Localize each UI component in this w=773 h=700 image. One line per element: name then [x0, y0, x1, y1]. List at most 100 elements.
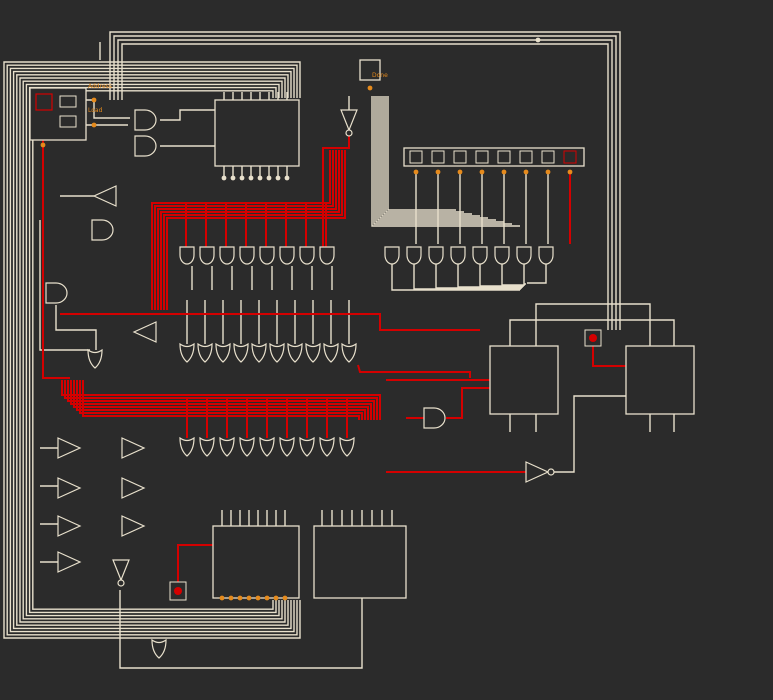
- and-gate-upper-right: [406, 246, 422, 265]
- pin-layer: [40, 37, 573, 601]
- buffer-left-upper: [92, 185, 117, 207]
- wire: [3, 61, 301, 639]
- junction-dot: [479, 169, 485, 175]
- and-gate-right: [423, 407, 446, 429]
- and-gate-upper-right: [516, 246, 532, 265]
- or-gate-ctrl: [87, 348, 103, 369]
- inverter-bubble: [117, 579, 125, 587]
- wire: [160, 109, 215, 121]
- top-port-label-b: Done: [372, 72, 388, 79]
- and-gate-upper: [319, 246, 335, 265]
- wire: [535, 303, 651, 346]
- and-gate-upper: [199, 246, 215, 265]
- wire: [6, 64, 298, 636]
- pulse-icon: [59, 95, 77, 108]
- ff-left: [489, 345, 559, 415]
- and-gate-upper-right: [428, 246, 444, 265]
- junction-dot: [266, 175, 272, 181]
- and-gate-done: [134, 135, 157, 157]
- and-gate-upper: [279, 246, 295, 265]
- wire: [527, 264, 547, 284]
- and-gate-upper: [299, 246, 315, 265]
- led-digit: [431, 150, 445, 164]
- and-gate-upper: [239, 246, 255, 265]
- or-gate-lower: [239, 436, 255, 457]
- or-gate-middle: [197, 342, 213, 363]
- active-wire: [322, 136, 350, 250]
- or-gate-middle: [341, 342, 357, 363]
- wire: [32, 90, 274, 610]
- reset-button-led: [589, 334, 597, 342]
- active-wire: [64, 380, 378, 420]
- buffer-left-column: [57, 477, 82, 499]
- wire: [55, 305, 97, 350]
- junction-dot: [230, 175, 236, 181]
- wire-bus-layer: [3, 31, 675, 669]
- and-gate-upper: [259, 246, 275, 265]
- wire: [523, 264, 526, 285]
- active-wire: [76, 380, 366, 420]
- top-port-label-main: Address: [88, 83, 112, 90]
- junction-dot: [282, 595, 288, 601]
- junction-dot: [264, 595, 270, 601]
- active-wire: [154, 150, 334, 310]
- wire: [379, 96, 488, 219]
- buffer-left-mid: [132, 321, 157, 343]
- wire: [413, 264, 521, 290]
- top-register: [214, 99, 300, 167]
- active-wire: [163, 150, 343, 310]
- or-gate-middle: [251, 342, 267, 363]
- or-gate-middle: [323, 342, 339, 363]
- wire: [109, 31, 621, 330]
- wire: [28, 86, 277, 614]
- junction-dot: [567, 169, 573, 175]
- and-gate-upper: [219, 246, 235, 265]
- junction-dot: [257, 175, 263, 181]
- or-gate-lower: [219, 436, 235, 457]
- active-wire: [177, 544, 213, 582]
- junction-dot: [221, 175, 227, 181]
- junction-dot: [91, 122, 97, 128]
- junction-dot: [246, 595, 252, 601]
- led-digit: [519, 150, 533, 164]
- junction-dot: [91, 97, 97, 103]
- active-wire: [592, 346, 626, 367]
- wire: [371, 96, 520, 227]
- wire: [554, 395, 626, 473]
- junction-dot: [284, 175, 290, 181]
- junction-dot: [501, 169, 507, 175]
- wire: [501, 264, 525, 286]
- wire: [9, 67, 295, 633]
- and-gate-ctrl: [91, 219, 114, 241]
- wire: [113, 35, 617, 330]
- junction-dot: [219, 595, 225, 601]
- ff-right: [625, 345, 695, 415]
- led-digit: [563, 150, 577, 164]
- wire: [119, 590, 363, 669]
- or-gate-lower: [299, 436, 315, 457]
- wire: [373, 96, 512, 225]
- inverter-right: [525, 461, 550, 483]
- or-gate-middle: [287, 342, 303, 363]
- label-layer: Address Load Done: [88, 72, 388, 114]
- junction-dot: [457, 169, 463, 175]
- junction-dot: [367, 85, 373, 91]
- active-wire: [82, 380, 360, 420]
- bottom-register: [212, 525, 300, 599]
- and-gate-upper-right: [384, 246, 400, 265]
- active-wire: [357, 364, 471, 378]
- active-wire: [60, 313, 480, 331]
- top-port-label-a: Load: [88, 107, 103, 114]
- or-gate-lower: [179, 436, 195, 457]
- buffer-left-column: [57, 515, 82, 537]
- and-gate-upper-right: [538, 246, 554, 265]
- inverter-bubble: [345, 129, 353, 137]
- junction-dot: [239, 175, 245, 181]
- inverter-bottom-left: [112, 559, 130, 582]
- display-indicator-bank: [403, 147, 585, 167]
- wire: [117, 39, 613, 330]
- or-gate-middle: [305, 342, 321, 363]
- wire: [19, 77, 286, 623]
